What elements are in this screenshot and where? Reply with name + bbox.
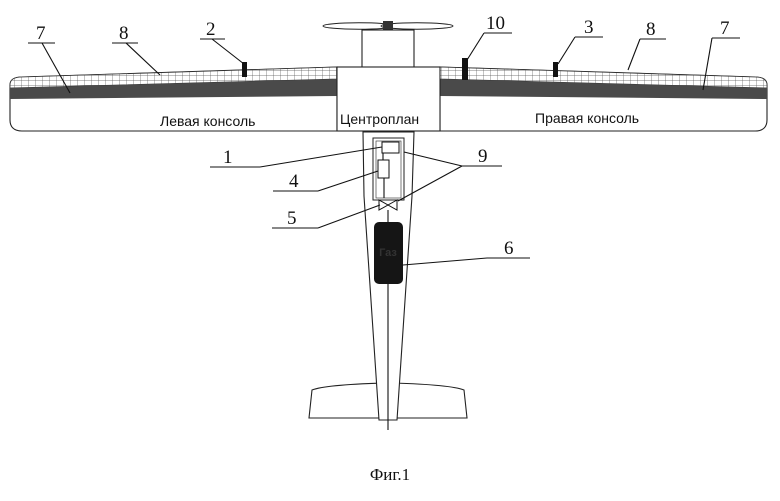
callout-7-left: 7 [36,23,46,44]
callout-2: 2 [206,19,216,40]
right-console-label: Правая консоль [535,110,639,126]
block-4 [378,160,389,178]
center-section-label: Центроплан [340,111,419,127]
gas-tank-label: Газ [379,247,397,259]
propeller [323,21,453,30]
callout-10: 10 [486,13,505,34]
engine-nose [362,30,414,68]
sensor-2 [242,62,247,77]
sensor-10 [462,58,468,80]
callout-1: 1 [223,147,233,168]
callout-4: 4 [289,171,299,192]
callout-8-right: 8 [646,19,656,40]
callout-8-left: 8 [119,23,129,44]
callout-6: 6 [504,238,514,259]
callout-5: 5 [287,208,297,229]
block-1 [382,142,399,153]
sensor-3 [553,62,558,77]
callout-3: 3 [584,17,594,38]
left-console-label: Левая консоль [160,113,255,129]
callout-9: 9 [478,146,488,167]
figure-caption: Фиг.1 [370,465,410,484]
callout-7-right: 7 [720,18,730,39]
